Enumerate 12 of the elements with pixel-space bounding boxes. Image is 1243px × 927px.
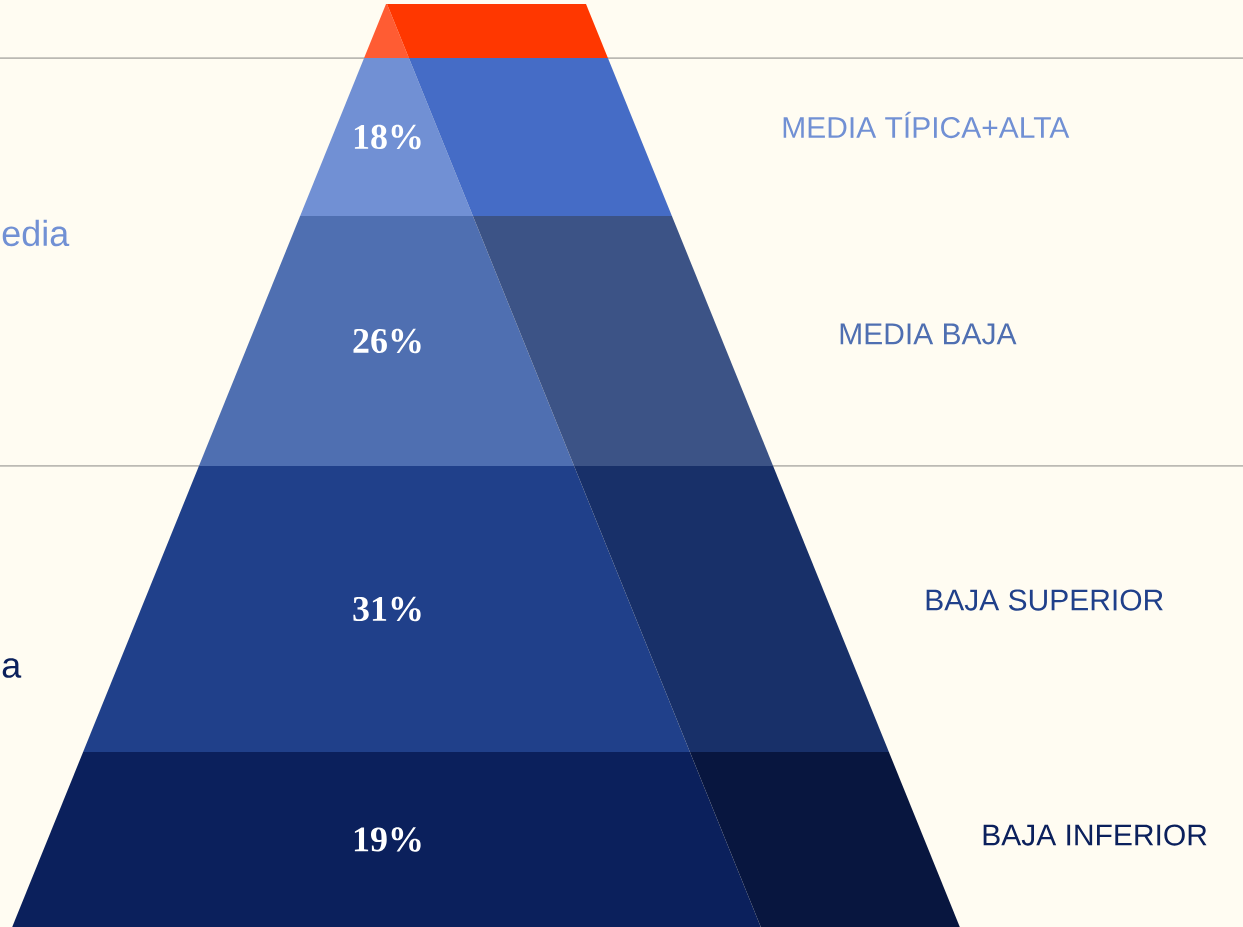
pyramid-band: 31% [83, 466, 889, 752]
pyramid-band: 19% [12, 752, 960, 927]
band-label: MEDIA BAJA [840, 323, 1017, 345]
side-label: a [2, 658, 22, 678]
pyramid-band [364, 4, 608, 58]
band-label: BAJA INFERIOR [983, 824, 1207, 846]
node-label: 18% [354, 124, 421, 150]
side-label: edia [2, 219, 70, 247]
pyramid-band: 26% [198, 216, 774, 466]
band-label: MEDIA TÍPICA+ALTA [783, 111, 1070, 139]
band-label: BAJA SUPERIOR [926, 589, 1163, 611]
pyramid-band: 18% [300, 58, 672, 216]
